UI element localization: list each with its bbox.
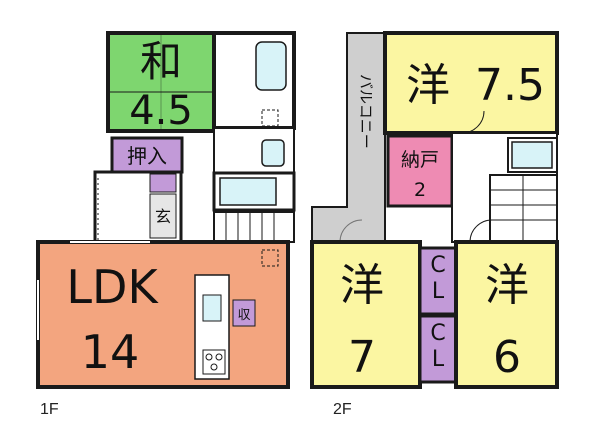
- stove-icon: [202, 349, 226, 375]
- western-room-c: [454, 240, 559, 389]
- ldk-name: LDK: [66, 260, 159, 314]
- floor-1: 和 4.5 押入 玄 LDK 14: [36, 31, 296, 418]
- toilet-fixture-2f: [511, 141, 553, 169]
- nando-size: 2: [414, 179, 426, 201]
- storage-label: 収: [237, 308, 250, 323]
- western-room-c-size: 6: [493, 332, 521, 383]
- genkan-label: 玄: [155, 207, 171, 226]
- nando-room: [386, 134, 454, 208]
- toilet-fixture: [219, 177, 277, 206]
- ldk-size: 14: [81, 325, 140, 379]
- western-room-a-size: 7.5: [475, 60, 545, 111]
- genkan-accent: [149, 173, 177, 193]
- western-room-a: [383, 31, 559, 135]
- western-room-b-name: 洋: [340, 260, 384, 311]
- storage-room: [232, 299, 256, 327]
- genkan-floor: [149, 193, 177, 239]
- western-room-b-size: 7: [348, 332, 376, 383]
- nando-name: 納戸: [401, 149, 439, 171]
- kitchen-sink: [202, 294, 222, 322]
- kitchen-counter: [194, 274, 230, 380]
- washitsu-name: 和: [140, 37, 182, 86]
- oshiire-label: 押入: [127, 144, 167, 168]
- balcony-label: バルコニー: [357, 74, 375, 149]
- washitsu-room: [106, 31, 216, 133]
- stairs-2f: [489, 174, 558, 243]
- bathtub: [255, 41, 287, 91]
- stairs-1f: [213, 211, 295, 243]
- western-room-c-name: 洋: [485, 260, 529, 311]
- floor-2-label: 2F: [333, 401, 352, 418]
- washbasin: [261, 139, 285, 167]
- western-room-a-name: 洋: [406, 60, 450, 111]
- washitsu-size: 4.5: [129, 88, 193, 134]
- oshiire-room: [110, 136, 184, 174]
- floor-1-label: 1F: [40, 401, 59, 418]
